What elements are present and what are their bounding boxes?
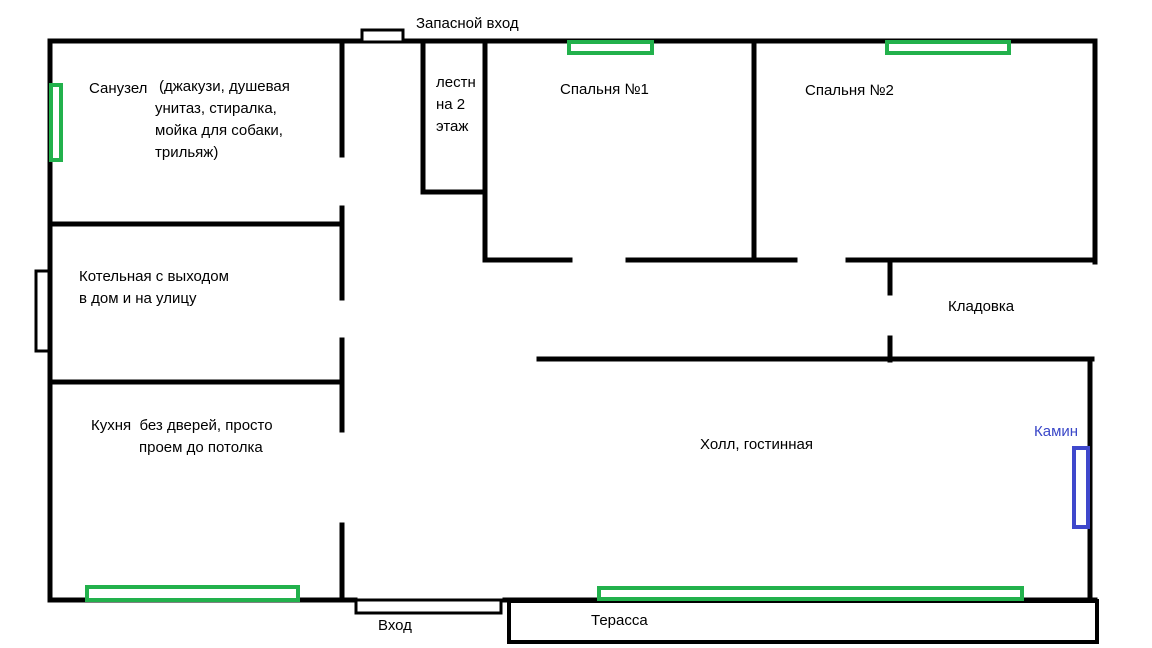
entrance-label: Вход xyxy=(378,617,412,634)
boiler-exterior-door xyxy=(34,269,51,353)
fireplace xyxy=(1072,446,1090,529)
kitchen-label-1: Кухня без дверей, просто xyxy=(91,417,273,434)
boiler-label-2: в дом и на улицу xyxy=(79,290,197,307)
bathroom-desc-3: мойка для собаки, xyxy=(155,122,283,139)
boiler-label-1: Котельная с выходом xyxy=(79,268,229,285)
bathroom-label: Санузел xyxy=(89,80,148,97)
window-bedroom1 xyxy=(567,40,654,55)
terrace-label: Терасса xyxy=(591,612,648,629)
bathroom-desc-4: трильяж) xyxy=(155,144,219,161)
window-hall xyxy=(597,586,1024,601)
stairs-label-1: лестн xyxy=(436,74,476,91)
spare-entrance-door xyxy=(360,28,405,44)
entrance-door xyxy=(354,598,503,615)
window-bathroom xyxy=(49,83,63,162)
window-bedroom2 xyxy=(885,40,1011,55)
fireplace-label: Камин xyxy=(1034,423,1079,440)
spare-entrance-label: Запасной вход xyxy=(416,15,519,32)
kitchen-label-2: проем до потолка xyxy=(139,439,263,456)
stairs-label-2: на 2 xyxy=(436,96,466,113)
stairs-label-3: этаж xyxy=(436,118,469,135)
hall-label: Холл, гостинная xyxy=(700,436,813,453)
bathroom-desc-2: унитаз, стиралка, xyxy=(155,100,277,117)
bedroom2-label: Спальня №2 xyxy=(805,82,894,99)
window-kitchen xyxy=(85,585,300,602)
storage-label: Кладовка xyxy=(948,298,1015,315)
bedroom1-label: Спальня №1 xyxy=(560,81,649,98)
windows xyxy=(49,40,1024,602)
bathroom-desc-1: (джакузи, душевая xyxy=(159,78,290,95)
